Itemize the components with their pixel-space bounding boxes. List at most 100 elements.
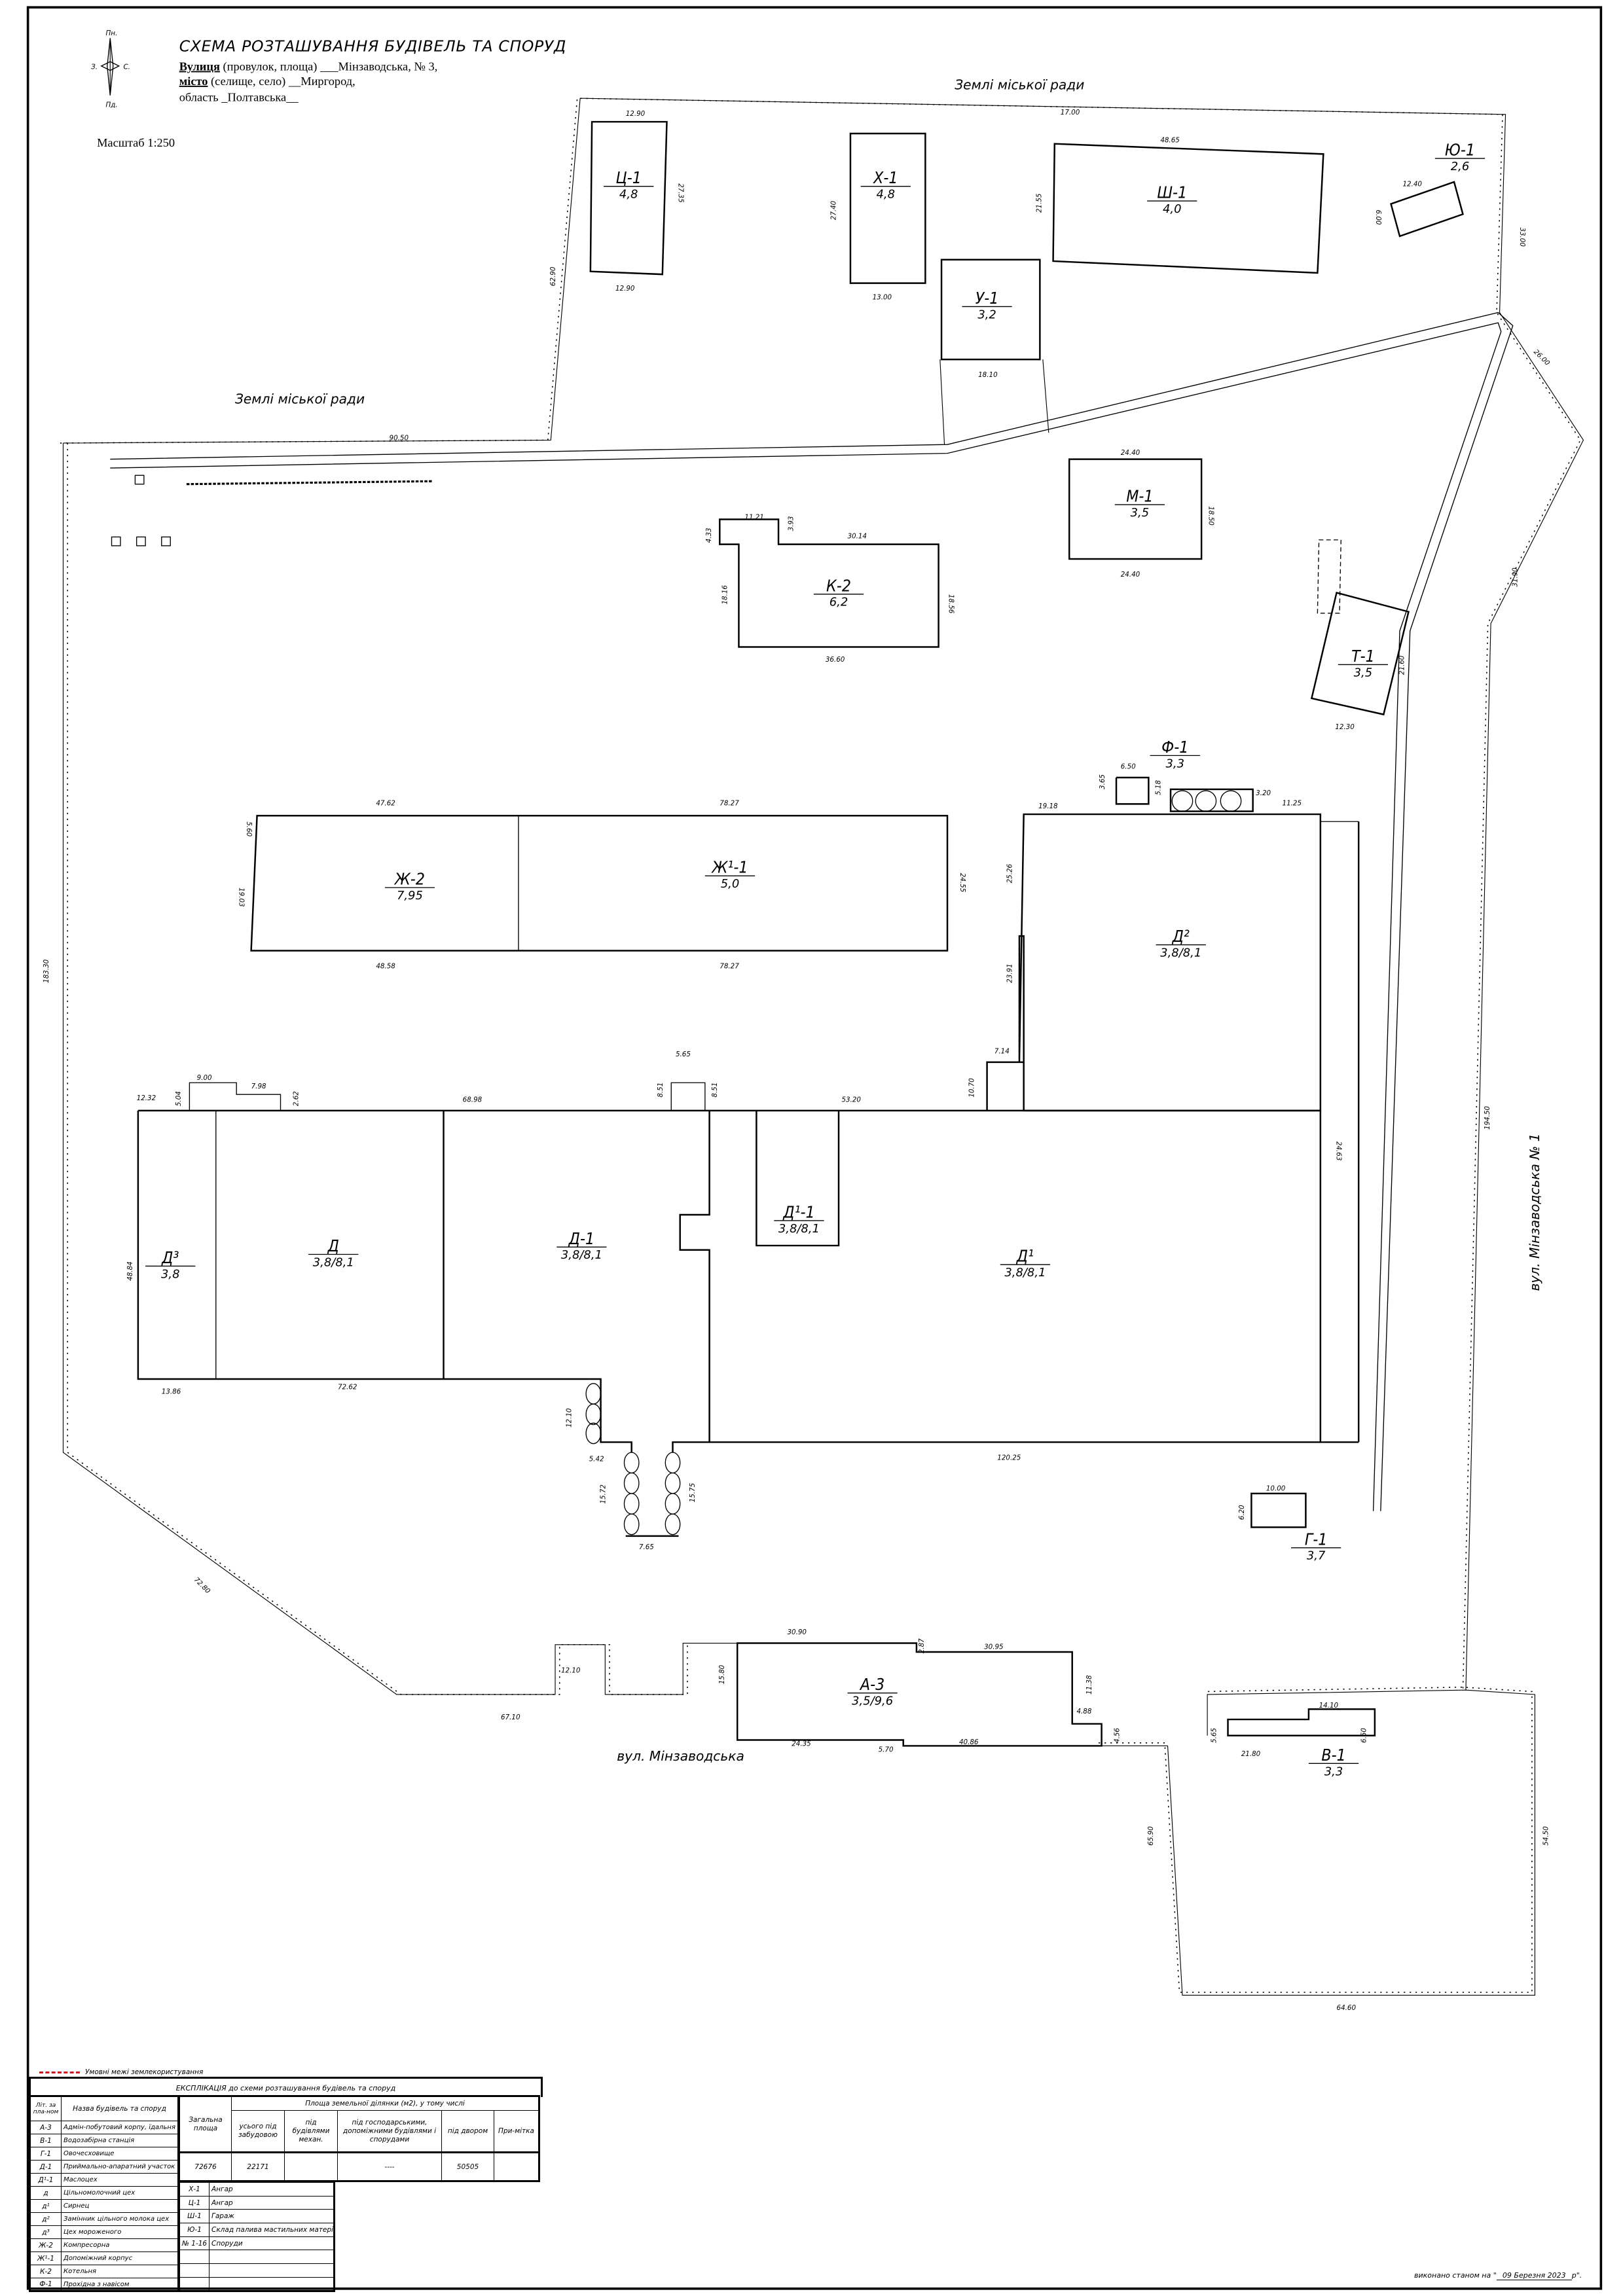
- dimension-label: 11.38: [1085, 1675, 1093, 1695]
- building-v-1[interactable]: [1227, 1708, 1376, 1736]
- compass-rose-icon: [100, 38, 120, 96]
- building-t-1[interactable]: [1310, 592, 1410, 716]
- row-lit: Ш-1: [179, 2209, 210, 2224]
- building-floors: 3,8/8,1: [778, 1222, 820, 1236]
- boundary-line-sample: [39, 2071, 80, 2073]
- row-lit: Д-1: [29, 2160, 62, 2174]
- row-lit: А-3: [29, 2121, 62, 2134]
- row-lit: К-2: [29, 2265, 62, 2278]
- row-name: Овочесховище: [61, 2147, 179, 2161]
- row-lit: Г-1: [29, 2147, 62, 2161]
- col-total-header: Загальна площа: [179, 2096, 232, 2153]
- row-name: [209, 2276, 335, 2291]
- building-label: Х-14,8: [860, 168, 911, 202]
- dimension-label: 72.62: [338, 1384, 357, 1391]
- building-letter: Д-1: [568, 1229, 594, 1248]
- dimension-label: 8.51: [711, 1083, 719, 1098]
- building-floors: 3,8/8,1: [561, 1248, 602, 1262]
- dimension-label: 48.84: [126, 1261, 134, 1280]
- building-g-1[interactable]: [1250, 1492, 1307, 1528]
- building-label: Ж-27,95: [384, 870, 435, 903]
- building-label: У-13,2: [962, 289, 1012, 321]
- col-note-header: При-мітка: [494, 2110, 539, 2153]
- explication-title: ЕКСПЛІКАЦІЯ до схеми розташування будіве…: [29, 2077, 543, 2097]
- building-a-3[interactable]: [736, 1642, 1103, 1747]
- dimension-label: 7.98: [251, 1083, 266, 1090]
- col-mech-header: під будівлями механ.: [284, 2110, 338, 2153]
- building-u-1[interactable]: [940, 259, 1041, 361]
- value-total: 72676: [179, 2152, 232, 2181]
- building-f-1[interactable]: [1115, 776, 1254, 812]
- dimension-label: 14.10: [1319, 1702, 1339, 1710]
- row-name: Водозабірна станція: [61, 2134, 179, 2147]
- dimension-label: 12.90: [626, 110, 646, 118]
- building-label: Ш-14,0: [1147, 183, 1197, 216]
- row-name: Сирнец: [61, 2199, 179, 2213]
- dimension-label: 9.00: [197, 1074, 212, 1082]
- building-m-1[interactable]: [1068, 458, 1203, 560]
- dimension-label: 65.90: [1147, 1826, 1155, 1846]
- building-floors: 3,8/8,1: [313, 1255, 354, 1269]
- building-k-2[interactable]: [719, 518, 939, 648]
- dimension-label: 19.03: [238, 888, 246, 906]
- building-label: Ж¹-15,0: [704, 858, 756, 891]
- row-lit: д¹: [29, 2199, 62, 2213]
- dimension-label: 6.50: [1360, 1728, 1368, 1743]
- building-label: Г-13,7: [1290, 1530, 1341, 1563]
- site-boundary: [60, 98, 1584, 1996]
- dimension-label: 3.20: [1256, 789, 1271, 797]
- dimension-label: 194.50: [1484, 1106, 1491, 1130]
- value-built: 22171: [231, 2152, 285, 2181]
- building-label: Д³3,8: [145, 1248, 196, 1281]
- col-lit-header: Літ. за пла-ном: [29, 2096, 62, 2121]
- row-lit: [179, 2250, 210, 2265]
- row-name: [209, 2250, 335, 2265]
- dimension-label: 18.16: [721, 585, 729, 605]
- scale-label: Масштаб 1:250: [97, 136, 175, 149]
- row-lit: № 1-16: [179, 2236, 210, 2251]
- row-name: Цех мороженого: [61, 2225, 179, 2239]
- building-floors: 7,95: [397, 889, 423, 903]
- dimension-label: 53.20: [841, 1096, 861, 1103]
- dimension-label: 19.18: [1038, 802, 1058, 810]
- value-mech: [284, 2152, 338, 2181]
- row-name: Споруди: [209, 2236, 335, 2251]
- footer-prefix: виконано станом на ": [1414, 2271, 1497, 2280]
- row-name: Склад палива мастильних матеріалів: [209, 2223, 335, 2237]
- dimension-label: 33.00: [1518, 227, 1526, 247]
- col-name-header: Назва будівель та споруд: [61, 2096, 179, 2121]
- dimension-label: 11.21: [744, 514, 763, 522]
- building-floors: 4,8: [877, 188, 896, 202]
- building-sh-1[interactable]: [1052, 143, 1324, 274]
- row-name: Допоміжний корпус: [61, 2251, 179, 2265]
- dimension-label: 18.10: [978, 371, 998, 379]
- building-letter: А-3: [859, 1675, 884, 1694]
- dimension-label: 24.63: [1335, 1141, 1343, 1160]
- dimension-label: 48.58: [376, 962, 395, 970]
- dimension-label: 15.80: [718, 1664, 726, 1684]
- legend-text: Умовні межі землекористування: [85, 2068, 204, 2076]
- city-value: (селище, село) __Миргород,: [208, 75, 355, 88]
- building-letter: У-1: [976, 289, 999, 308]
- building-d-complex[interactable]: [137, 1082, 1359, 1537]
- planned-structure: [1317, 539, 1341, 614]
- footer-suffix: р".: [1571, 2271, 1582, 2280]
- explication-title-text: ЕКСПЛІКАЦІЯ до схеми розташування будіве…: [175, 2083, 396, 2092]
- building-d2[interactable]: [986, 813, 1360, 1443]
- building-yu-1[interactable]: [1390, 181, 1464, 238]
- dimension-label: 36.60: [826, 656, 845, 664]
- dimension-label: 30.90: [787, 1628, 807, 1636]
- dimension-label: 21.55: [1036, 194, 1044, 213]
- building-kh-1[interactable]: [849, 132, 926, 284]
- building-label: Д-13,8/8,1: [556, 1229, 607, 1262]
- building-ts-1[interactable]: [589, 120, 668, 276]
- dimension-label: 30.95: [984, 1643, 1003, 1651]
- dimension-label: 15.72: [599, 1484, 607, 1503]
- building-zh[interactable]: [250, 815, 949, 952]
